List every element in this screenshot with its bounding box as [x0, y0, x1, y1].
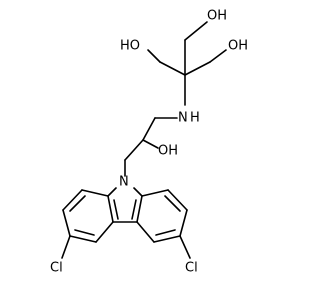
bond-c6-to-cl	[179, 235, 191, 259]
bond-quat-c-to-ch2-right	[184, 61, 211, 76]
bond-c6-c5-double	[155, 229, 176, 236]
bond-c3-c4-double	[74, 229, 95, 236]
label-cl-right: Cl	[185, 261, 198, 276]
bond-c7-c6	[179, 209, 188, 237]
bond-ch2-left-to-oh	[147, 49, 161, 63]
bond-c8a-c4b-double	[131, 199, 137, 220]
bond-ch2-to-choh	[142, 117, 156, 141]
bond-c9a-to-c4a	[107, 195, 114, 223]
bond-c8a-c8	[141, 189, 169, 197]
label-cl-left: Cl	[50, 261, 63, 276]
bond-quat-c-to-ch2-left	[159, 61, 186, 76]
bond-c2-c3	[62, 209, 71, 237]
label-amine-h: H	[190, 111, 200, 126]
bond-c5-c4b	[136, 221, 155, 243]
bond-choh-to-ch2	[124, 139, 144, 161]
atom-labels: HO OH OH N H OH N Cl Cl	[50, 9, 248, 276]
bond-c3-c4	[69, 235, 97, 243]
bond-n-to-c9a	[107, 187, 117, 197]
bond-c6-c5	[153, 235, 181, 243]
bond-choh-to-oh	[142, 139, 159, 149]
bond-ch2-top-to-oh	[184, 21, 208, 41]
bond-c1-c2-double	[69, 195, 86, 212]
bond-c9a-c1	[81, 189, 109, 197]
bond-ch2-right-to-oh	[209, 49, 227, 63]
label-oh-top: OH	[207, 9, 227, 24]
molecule-structure-diagram: HO OH OH N H OH N Cl Cl	[50, 9, 248, 276]
bonds-carbazole	[61, 187, 191, 259]
label-oh-right: OH	[228, 39, 248, 54]
label-ring-n: N	[119, 175, 129, 190]
bond-c8a-to-c4b	[136, 195, 143, 223]
bond-c9a-c4a-double	[113, 199, 119, 220]
structure-svg: HO OH OH N H OH N Cl Cl	[50, 9, 248, 276]
bond-c1-c2	[62, 189, 83, 211]
bond-n-to-c8a	[133, 187, 143, 197]
label-amine-n: N	[178, 111, 188, 126]
label-oh-mid: OH	[158, 144, 178, 159]
bond-c8-c7-double	[164, 195, 181, 212]
bond-c8-c7	[167, 189, 188, 211]
bond-c4-c4a	[95, 221, 114, 243]
bond-c3-to-cl	[61, 235, 71, 259]
label-oh-left: HO	[120, 39, 140, 54]
bonds-upper	[124, 21, 227, 177]
